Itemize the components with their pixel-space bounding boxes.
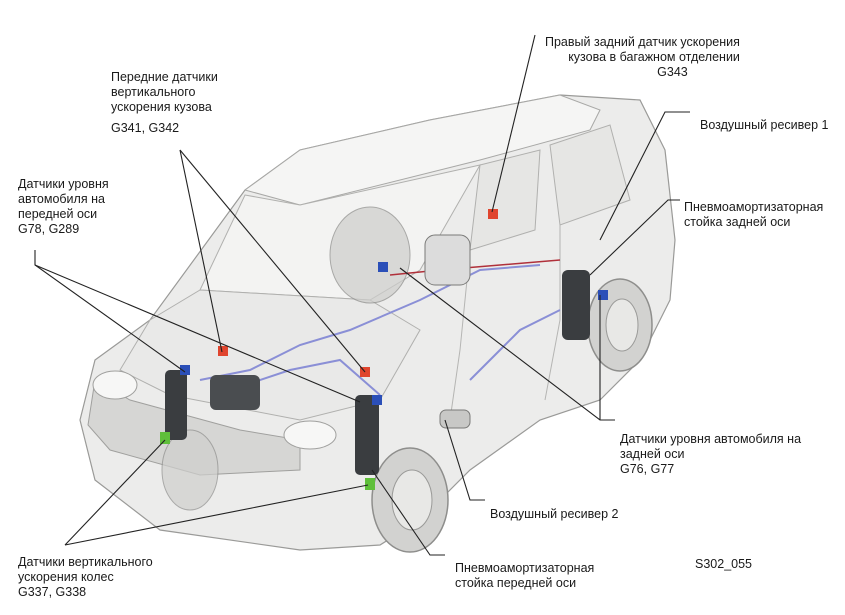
label-air-reservoir-2: Воздушный ресивер 2 bbox=[490, 492, 619, 522]
label-text: Правый задний датчик ускорения кузова в … bbox=[545, 35, 740, 64]
label-rear-strut: Пневмоамортизаторная стойка задней оси bbox=[684, 185, 823, 230]
door-line bbox=[449, 249, 471, 421]
leader-wheel-accel bbox=[64, 484, 369, 546]
level-sensor-rear bbox=[378, 262, 388, 272]
figure-code-text: S302_055 bbox=[695, 557, 753, 571]
air-line bbox=[199, 264, 541, 381]
label-code: G341, G342 bbox=[111, 121, 180, 135]
leader-front-strut bbox=[371, 469, 445, 556]
label-code: G76, G77 bbox=[620, 462, 675, 476]
headlight-right bbox=[283, 420, 337, 450]
label-text: Воздушный ресивер 2 bbox=[490, 507, 619, 521]
air-reservoir-2 bbox=[439, 409, 471, 429]
air-line bbox=[229, 358, 381, 396]
wheel-accel-sensor bbox=[365, 478, 375, 490]
label-text: Датчики уровня автомобиля на задней оси bbox=[620, 432, 802, 461]
suspension-components bbox=[160, 209, 608, 490]
leader-front-vertical bbox=[179, 149, 366, 373]
car-roof bbox=[243, 94, 601, 206]
label-air-reservoir-1: Воздушный ресивер 1 bbox=[700, 103, 829, 133]
label-text: Пневмоамортизаторная стойка передней оси bbox=[455, 561, 595, 590]
label-rear-level-sensors: Датчики уровня автомобиля на задней оси … bbox=[620, 417, 801, 492]
headlight-left bbox=[92, 370, 138, 400]
air-line bbox=[469, 309, 561, 381]
body-accel-sensor-rear bbox=[488, 209, 498, 219]
rear-strut bbox=[562, 270, 590, 340]
level-sensor-rear bbox=[598, 290, 608, 300]
label-rear-right-sensor: Правый задний датчик ускорения кузова в … bbox=[545, 20, 740, 95]
level-sensor-front bbox=[372, 395, 382, 405]
wheel-front-left bbox=[161, 429, 219, 511]
label-text: Воздушный ресивер 1 bbox=[700, 118, 829, 132]
compressor bbox=[210, 375, 260, 410]
figure-code: S302_055 bbox=[695, 542, 752, 572]
leader-reservoir-2 bbox=[444, 419, 485, 501]
leader-front-level bbox=[34, 264, 361, 403]
leader-reservoir-1 bbox=[599, 111, 690, 241]
label-code: G337, G338 bbox=[18, 585, 87, 599]
label-code: G343 bbox=[657, 65, 688, 79]
front-strut-right bbox=[355, 395, 379, 475]
door-line bbox=[544, 225, 561, 401]
level-sensor-front bbox=[180, 365, 190, 375]
leader-lines bbox=[34, 34, 690, 556]
label-code: G78, G289 bbox=[18, 222, 80, 236]
label-front-vertical-sensors: Передние датчики вертикального ускорения… bbox=[111, 55, 218, 151]
label-front-strut: Пневмоамортизаторная стойка передней оси bbox=[455, 546, 594, 591]
air-reservoir-1 bbox=[424, 234, 471, 286]
wheel-hub-front bbox=[391, 469, 433, 531]
label-text: Датчики уровня автомобиля на передней ос… bbox=[18, 177, 109, 221]
side-window-front bbox=[469, 149, 541, 251]
leader-rear-accel bbox=[491, 34, 536, 213]
side-window-rear bbox=[549, 124, 631, 226]
car-body bbox=[79, 94, 676, 551]
front-strut-left bbox=[165, 370, 187, 440]
wheels bbox=[161, 206, 653, 553]
label-text: Пневмоамортизаторная стойка задней оси bbox=[684, 200, 824, 229]
wheel-hub-rear bbox=[605, 298, 639, 352]
leader-rear-strut bbox=[589, 199, 680, 276]
label-front-level-sensors: Датчики уровня автомобиля на передней ос… bbox=[18, 162, 109, 252]
leader-wheel-accel bbox=[64, 439, 166, 546]
spare-wheel bbox=[329, 206, 411, 304]
wheel-accel-sensor bbox=[160, 432, 170, 444]
label-wheel-vertical-sensors: Датчики вертикального ускорения колес G3… bbox=[18, 540, 153, 615]
leader-front-vertical bbox=[179, 149, 223, 353]
label-text: Датчики вертикального ускорения колес bbox=[18, 555, 153, 584]
body-accel-sensor-front-left bbox=[218, 346, 228, 356]
label-text: Передние датчики вертикального ускорения… bbox=[111, 70, 218, 114]
